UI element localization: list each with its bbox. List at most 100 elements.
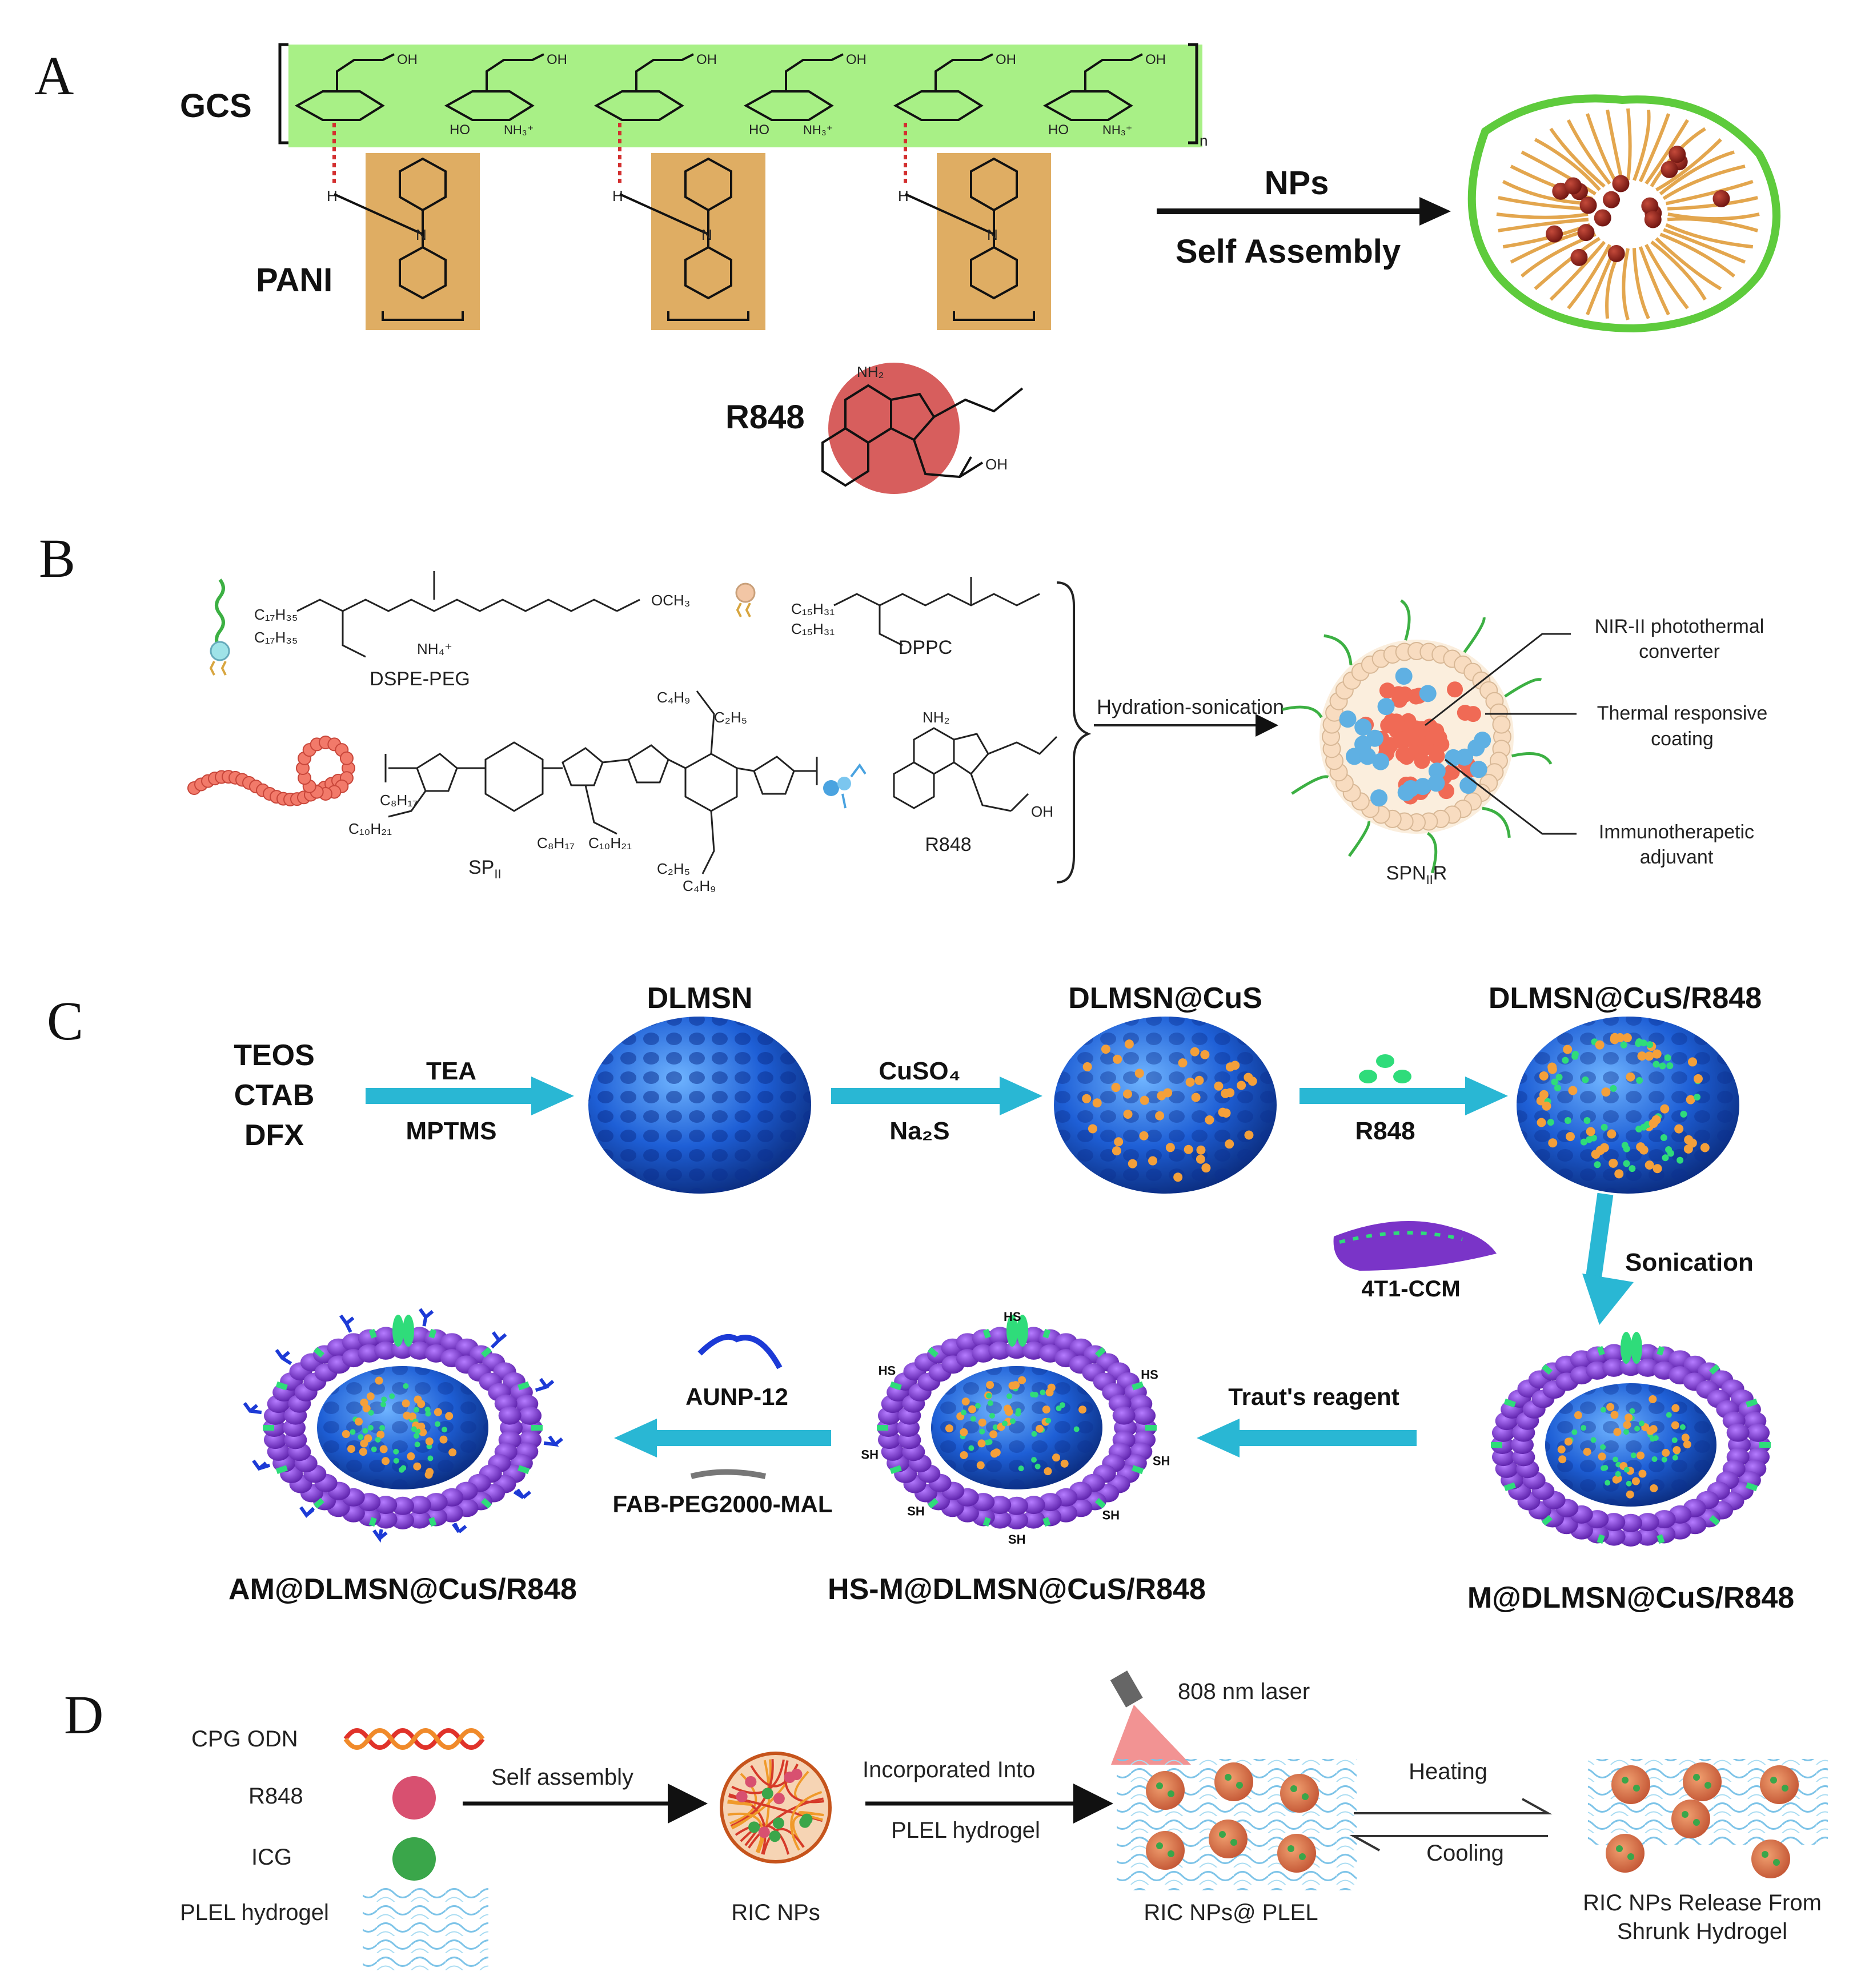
r848-core	[1570, 248, 1588, 266]
dspe-peg-label: DSPE-PEG	[370, 668, 470, 690]
gcs-band	[288, 45, 1202, 147]
dspe-peg-structure	[296, 571, 640, 658]
gcs-oh-label: OH	[696, 52, 717, 67]
cus-dot	[448, 1448, 457, 1457]
membrane-protein	[1503, 1482, 1516, 1492]
r848-bead	[1354, 718, 1372, 736]
cus-dot	[347, 1445, 355, 1453]
cus-dot	[434, 1408, 442, 1416]
arrow-nps-bottom: Self Assembly	[1176, 233, 1401, 270]
membrane-protein	[1708, 1515, 1720, 1526]
r848-a-nh2: NH₂	[857, 363, 884, 380]
membrane-protein	[1094, 1497, 1106, 1509]
r848-dot	[427, 1455, 434, 1461]
r848-dot	[1594, 1161, 1601, 1168]
cus-dot	[1652, 1049, 1662, 1059]
aunp-antibody	[339, 1314, 355, 1333]
peg-chain	[1400, 599, 1411, 641]
cus-dot	[1042, 1405, 1050, 1414]
r848-dot	[1664, 1054, 1671, 1062]
sp-core-bead	[1443, 764, 1460, 780]
r848-dot	[986, 1439, 993, 1445]
dlmsn-cus-sphere	[1054, 1017, 1277, 1194]
fab-label: FAB-PEG2000-MAL	[612, 1491, 832, 1517]
step2-top: CuSO₄	[879, 1057, 960, 1085]
r848-dot	[375, 1436, 381, 1443]
r848-dot	[1620, 1041, 1627, 1049]
cus-dot	[1078, 1405, 1087, 1414]
r848-dot	[1056, 1405, 1062, 1411]
membrane-channel	[1621, 1332, 1632, 1364]
membrane-protein	[1503, 1398, 1516, 1408]
sp-polymer-icon	[187, 736, 355, 806]
cpg-strand	[790, 1791, 823, 1851]
cus-dot	[1598, 1452, 1606, 1461]
cooling-label: Cooling	[1426, 1841, 1504, 1866]
r848-dot	[1646, 1041, 1654, 1049]
pani-chain	[1665, 223, 1754, 249]
membrane-protein	[368, 1328, 377, 1339]
r848-dot	[368, 1409, 374, 1416]
cus-dot	[1113, 1054, 1122, 1064]
cus-dot	[1123, 1089, 1133, 1099]
r848-dot	[1660, 1134, 1667, 1142]
sp-c8-mid: C₈H₁₇	[537, 834, 575, 852]
cpg-strand	[798, 1811, 824, 1821]
r848-dot	[403, 1383, 409, 1389]
ric-payload-dot	[736, 1790, 748, 1802]
ric-np	[1214, 1762, 1253, 1801]
cus-dot	[382, 1457, 390, 1465]
cus-dot	[1671, 1421, 1679, 1429]
cpg-strand	[730, 1759, 774, 1828]
membrane-protein	[889, 1465, 902, 1475]
pani-chain	[1655, 237, 1722, 291]
membrane-lipid	[1133, 1406, 1156, 1425]
cus-dot	[1128, 1159, 1137, 1168]
cus-dot	[1163, 1088, 1173, 1098]
cus-dot	[1671, 1404, 1680, 1412]
cus-dot	[1558, 1455, 1567, 1464]
am-particle	[243, 1308, 563, 1543]
r848-dot	[1001, 1420, 1008, 1427]
membrane-protein	[1746, 1398, 1758, 1408]
peg-chain	[1323, 634, 1353, 665]
cus-dot	[1082, 1062, 1092, 1071]
membrane-protein	[1094, 1347, 1106, 1358]
r848-dot	[1601, 1123, 1608, 1131]
cus-dot	[1637, 1051, 1647, 1061]
membrane-lipid	[1112, 1406, 1136, 1425]
r848-dots-c	[1359, 1054, 1411, 1083]
step3-bottom: R848	[1355, 1117, 1415, 1145]
plel-label: PLEL hydrogel	[180, 1900, 329, 1925]
membrane-protein	[889, 1381, 902, 1391]
panel-c-letter: C	[47, 990, 83, 1051]
callout-1b: converter	[1639, 641, 1720, 662]
r848-dot	[1630, 1452, 1637, 1459]
aunp-antibody	[418, 1308, 434, 1327]
cus-dot	[1583, 1448, 1591, 1456]
gcs-sugar-ring	[593, 90, 684, 121]
pani-chain	[1665, 179, 1754, 206]
cus-dot	[342, 1429, 350, 1438]
r848-core	[1577, 224, 1595, 242]
r848-dot	[1666, 1412, 1672, 1418]
panel-b-letter: B	[39, 528, 75, 589]
gcs-nh3-label: NH₃⁺	[1102, 123, 1132, 137]
cus-dot	[1649, 1425, 1658, 1433]
cus-dot	[1626, 1490, 1634, 1499]
r848-dot	[1571, 1429, 1578, 1435]
aunp-antibody	[299, 1506, 315, 1518]
r848-dot	[1009, 1418, 1016, 1424]
cus-dot	[413, 1462, 422, 1471]
r848-dot	[1629, 1165, 1636, 1172]
fab-icon	[690, 1469, 767, 1479]
reagent-ctab: CTAB	[234, 1079, 315, 1112]
cus-dot	[407, 1452, 415, 1461]
membrane-protein	[1541, 1515, 1553, 1526]
ric-np	[1280, 1774, 1319, 1813]
cus-dot	[1614, 1169, 1624, 1179]
arrow-nps-top: NPs	[1265, 164, 1329, 202]
dppc-c15-a: C₁₅H₃₁	[791, 600, 835, 617]
m-particle	[1491, 1332, 1771, 1547]
cus-dot	[1681, 1433, 1690, 1442]
